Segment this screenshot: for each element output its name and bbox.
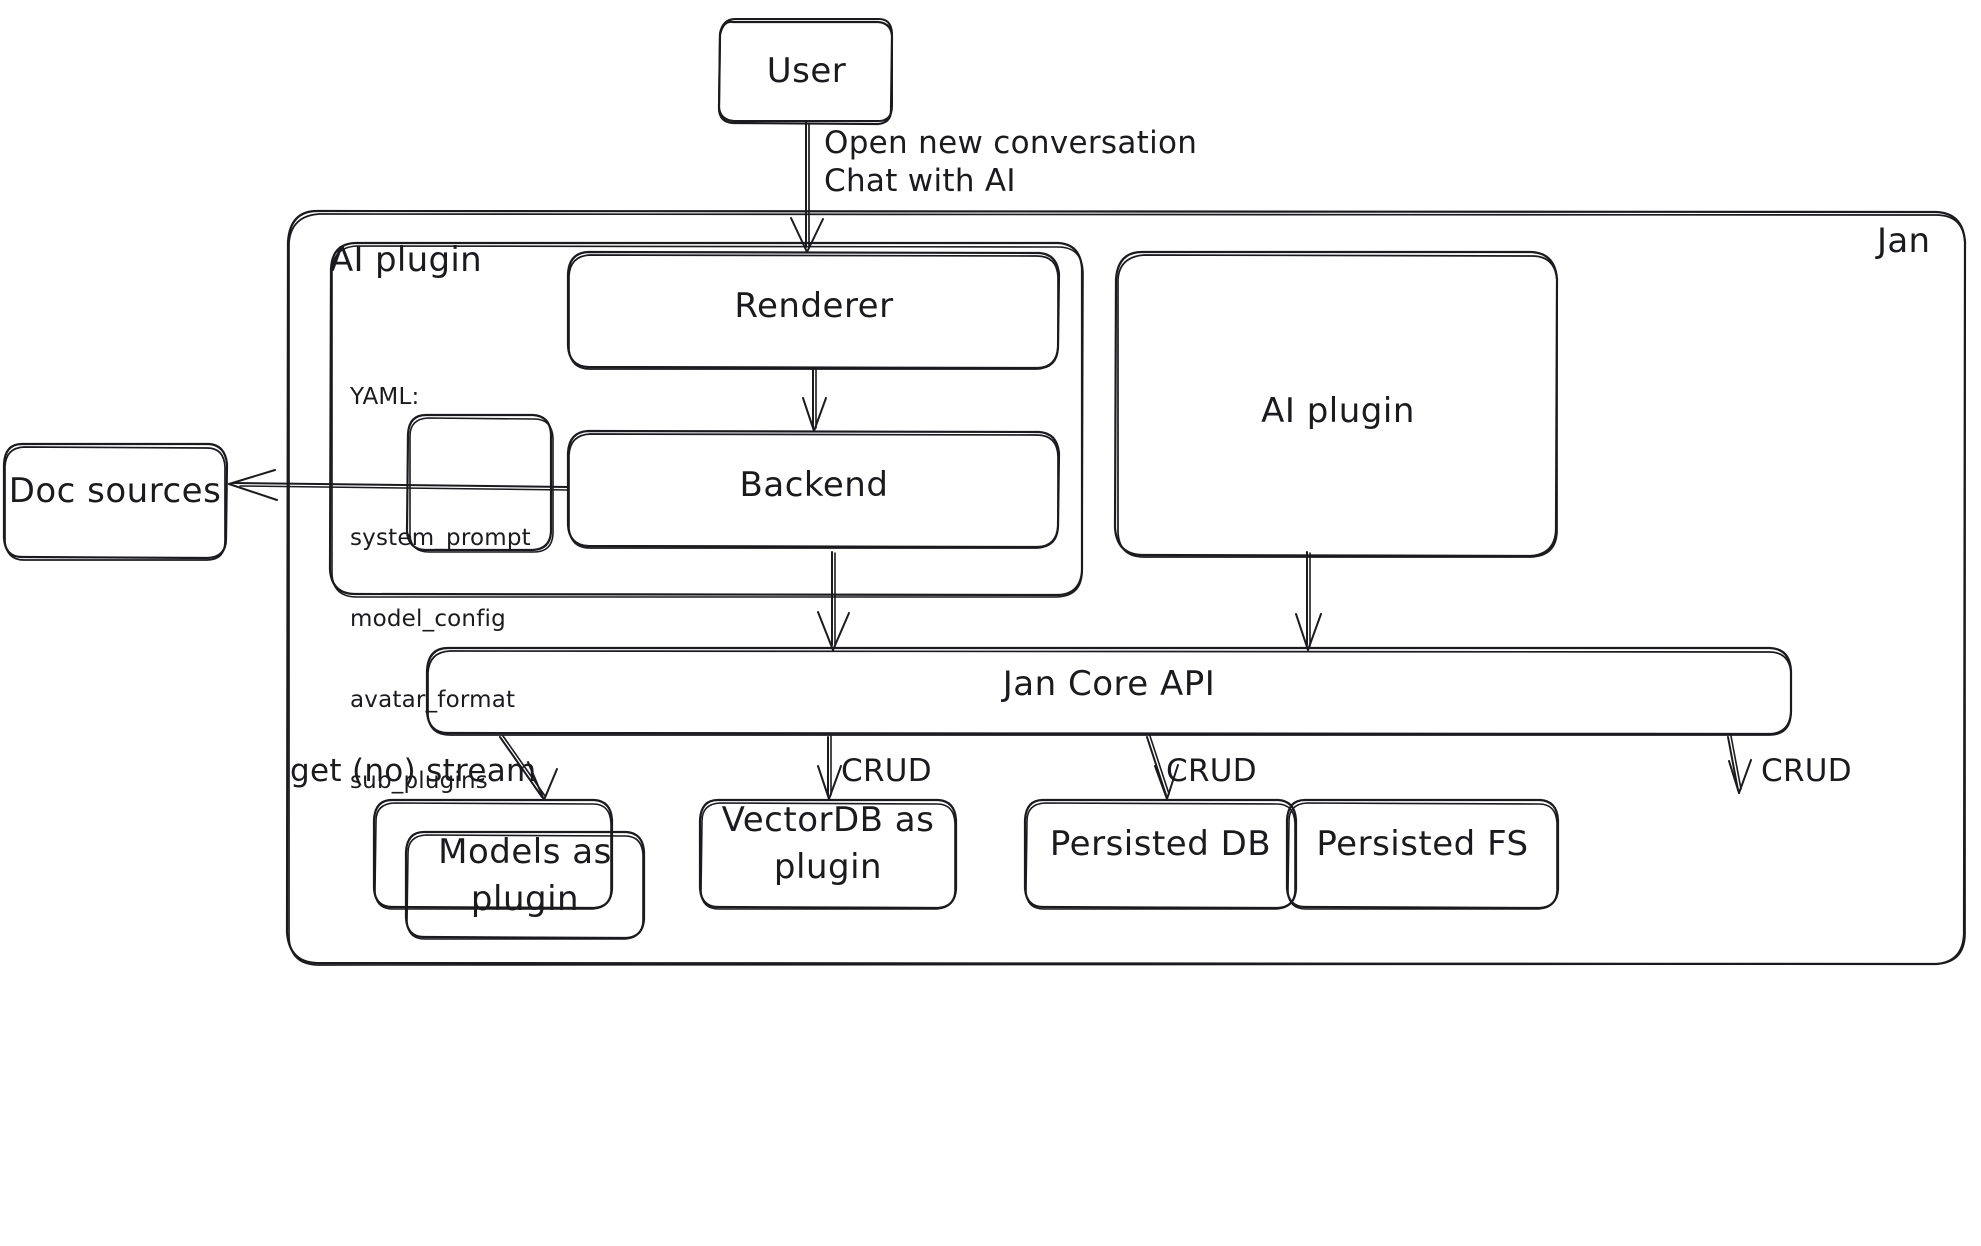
arrow-core-to-vectordb: [817, 735, 842, 800]
ai-plugin-right-box-shape[interactable]: [1113, 250, 1559, 558]
models-plugin-back-box-shape: [372, 798, 614, 910]
arrow-backend-to-doc-sources: [228, 469, 569, 501]
models-plugin-box-shape[interactable]: [404, 830, 646, 940]
backend-box-shape[interactable]: [566, 429, 1061, 549]
arrow-ai-plugin-to-core: [1295, 551, 1322, 651]
jan-container-shape: [285, 209, 1967, 966]
arrow-core-to-persisted-db: [1146, 735, 1179, 800]
jan-core-api-box-shape[interactable]: [425, 646, 1793, 736]
arrow-renderer-to-backend: [802, 367, 827, 432]
persisted-db-box-shape[interactable]: [1023, 798, 1298, 910]
arrow-user-to-renderer: [790, 121, 824, 253]
renderer-box-shape[interactable]: [566, 250, 1061, 370]
ai-plugin-group-shape: [328, 241, 1084, 598]
persisted-fs-box-shape[interactable]: [1285, 798, 1560, 910]
user-box-shape[interactable]: [717, 18, 894, 126]
arrow-core-to-persisted-fs: [1727, 735, 1752, 794]
vectordb-plugin-box-shape[interactable]: [698, 798, 958, 910]
yaml-box-shape: [405, 413, 554, 553]
arrow-backend-to-core: [817, 551, 850, 651]
arrow-core-to-models: [499, 735, 558, 801]
doc-sources-box-shape[interactable]: [2, 442, 229, 561]
